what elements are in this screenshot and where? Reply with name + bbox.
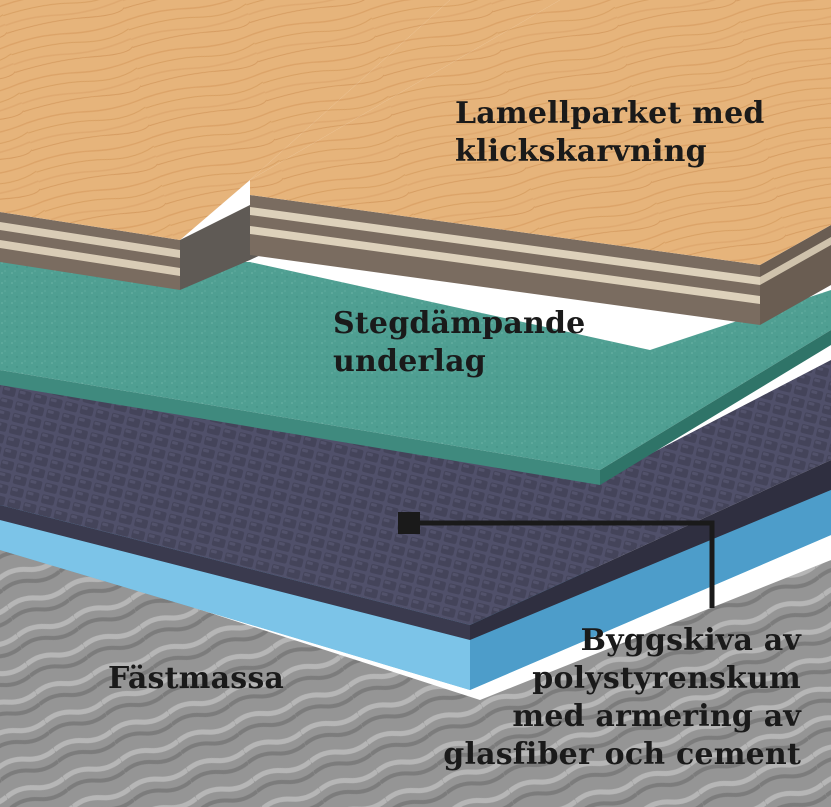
mesh-edge: [0, 505, 470, 640]
leader-line: [418, 520, 715, 608]
leader-marker: [398, 512, 420, 534]
underlay-front-edge: [0, 370, 600, 485]
plank-right-edge-side-light: [760, 237, 831, 285]
label-board-line-2: polystyrenskum: [532, 661, 801, 696]
label-underlay-line-2: underlag: [333, 344, 486, 379]
mesh-layer: [0, 360, 831, 625]
label-parquet-line-1: Lamellparket med: [455, 96, 765, 131]
plank-right-top: [250, 0, 831, 265]
plank-right-edge-light2: [250, 226, 760, 304]
label-parquet: Lamellparket med klickskarvning: [455, 95, 765, 171]
plank-right-top-fill: [250, 0, 560, 180]
plank-right-edge-light1: [250, 207, 760, 285]
underlay-right-edge: [600, 330, 831, 485]
label-board-line-3: med armering av: [512, 699, 801, 734]
label-parquet-line-2: klickskarvning: [455, 134, 707, 169]
foam-board-front: [0, 520, 470, 690]
label-board: Byggskiva av polystyrenskum med armering…: [443, 622, 801, 774]
label-underlay-line-1: Stegdämpande: [333, 306, 586, 341]
plank-left-edge-light2: [0, 240, 180, 276]
foam-board-right: [470, 490, 831, 690]
label-board-line-4: glasfiber och cement: [443, 737, 801, 772]
adhesive-layer: [0, 545, 831, 807]
underlay-top: [0, 262, 831, 470]
label-adhesive: Fästmassa: [108, 660, 284, 698]
mesh-edge-right: [470, 460, 831, 640]
plank-left-top: [0, 0, 450, 240]
label-adhesive-line-1: Fästmassa: [108, 661, 285, 696]
label-underlay: Stegdämpande underlag: [333, 305, 585, 381]
label-board-line-1: Byggskiva av: [580, 623, 801, 658]
plank-left-edge-light1: [0, 222, 180, 258]
